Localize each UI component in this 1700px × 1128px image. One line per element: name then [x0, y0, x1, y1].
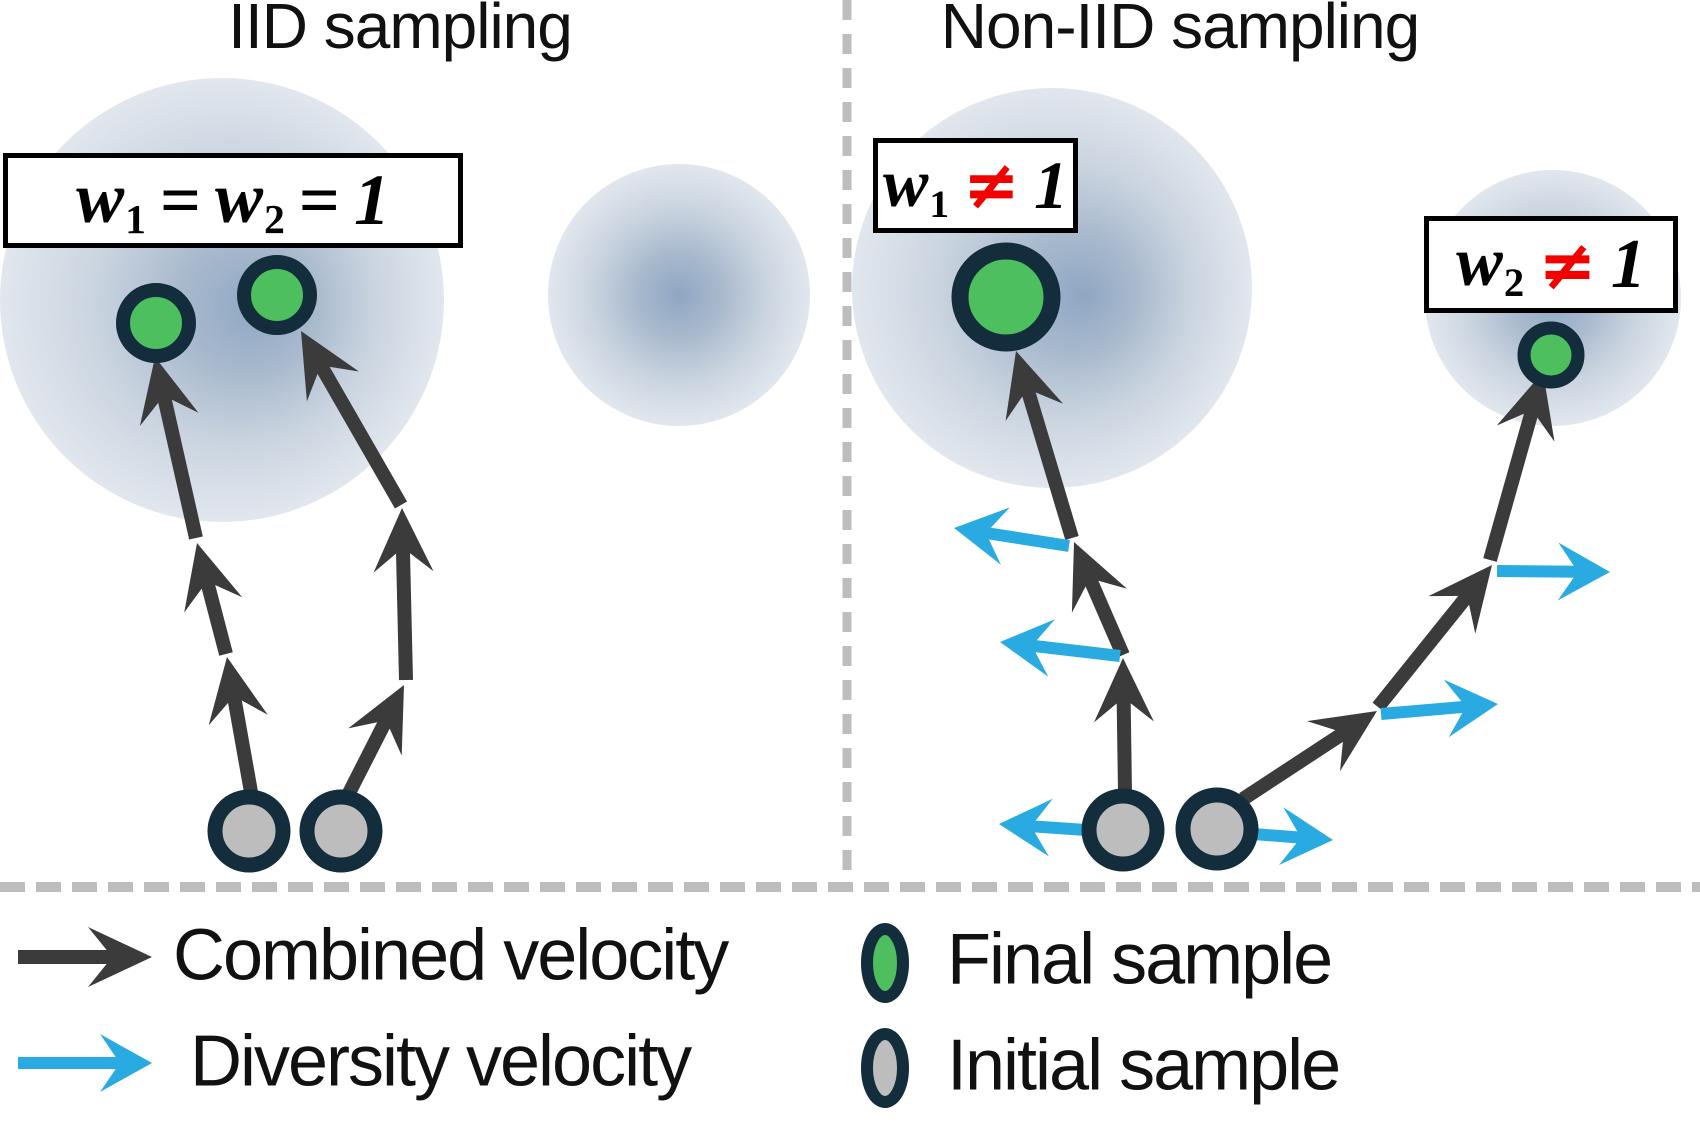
legend-label-combined-velocity: Combined velocity [173, 915, 729, 996]
noniid-w1-label-box: w1 ≠ 1 [873, 138, 1078, 233]
initial-sample-circle-noniid-2 [1175, 787, 1259, 871]
combined-velocity-arrow [301, 331, 408, 509]
noniid-w2-label-box: w2 ≠ 1 [1424, 216, 1678, 313]
initial-sample-circle-noniid-1 [1081, 788, 1165, 872]
initial-sample-circle-iid-2 [299, 789, 383, 873]
w1-symbol: w1 [76, 157, 146, 244]
combined-velocity-arrow [1071, 542, 1130, 658]
legend-initial-sample-icon [861, 1028, 909, 1108]
diversity-velocity-arrow [999, 798, 1087, 857]
combined-velocity-arrow [373, 508, 434, 681]
value-one: 1 [1610, 225, 1646, 303]
w2-symbol: w2 [1456, 223, 1525, 306]
combined-velocity-arrow [1005, 351, 1079, 541]
equals-sign: = [298, 160, 340, 240]
final-sample-circle-iid-1 [116, 283, 196, 363]
final-sample-circle-iid-2 [237, 255, 317, 335]
combined-velocity-arrow [184, 543, 243, 656]
combined-velocity-arrow [341, 685, 404, 799]
left-panel-title: IID sampling [228, 0, 573, 62]
initial-sample-circle-iid-1 [207, 789, 291, 873]
iid-weights-label-box: w1 = w2 = 1 [3, 153, 463, 248]
value-one: 1 [353, 160, 390, 240]
gaussian-blob-iid-small [548, 164, 810, 426]
right-panel-title: Non-IID sampling [940, 0, 1420, 62]
not-equal-sign: ≠ [1538, 223, 1597, 306]
legend-label-final-sample: Final sample [947, 919, 1333, 1000]
diversity-velocity-arrow [1252, 807, 1333, 865]
final-sample-circle-noniid-large [951, 242, 1061, 352]
combined-velocity-arrow [1483, 372, 1555, 562]
legend-label-diversity-velocity: Diversity velocity [190, 1021, 692, 1102]
value-one: 1 [1034, 147, 1069, 223]
combined-velocity-arrow [208, 657, 268, 794]
diversity-velocity-arrow [1000, 619, 1121, 677]
combined-velocity-arrow [1239, 711, 1377, 805]
diversity-velocity-arrow [1496, 542, 1610, 601]
not-equal-sign: ≠ [963, 146, 1021, 225]
w1-symbol: w1 [882, 144, 950, 227]
w2-symbol: w2 [215, 157, 285, 244]
legend-combined-velocity-arrow-icon [18, 927, 152, 987]
legend-final-sample-icon [861, 923, 909, 1003]
legend-diversity-velocity-arrow-icon [18, 1034, 152, 1092]
equals-sign: = [159, 160, 201, 240]
combined-velocity-arrow [1094, 658, 1154, 794]
legend-label-initial-sample: Initial sample [947, 1025, 1341, 1106]
diversity-velocity-arrow [954, 507, 1070, 565]
diversity-velocity-arrow [1380, 679, 1498, 738]
final-sample-circle-noniid-small [1517, 321, 1585, 389]
combined-velocity-arrow [139, 357, 203, 540]
combined-velocity-arrow [1372, 565, 1492, 712]
